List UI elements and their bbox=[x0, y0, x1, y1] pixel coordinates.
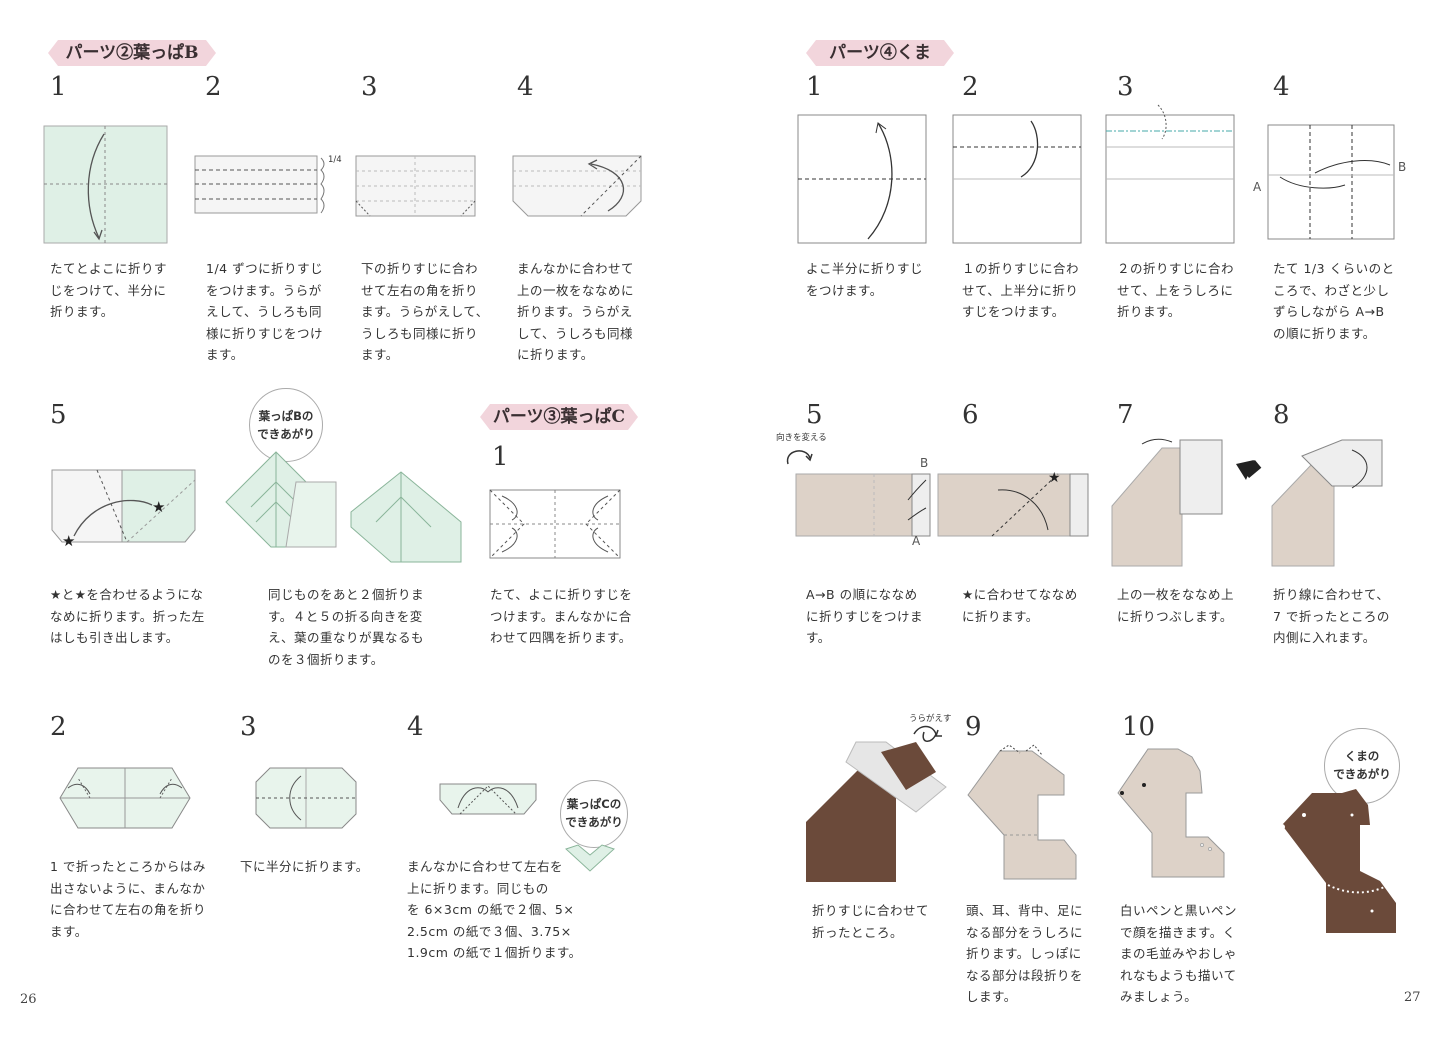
step-number: 7 bbox=[1117, 400, 1134, 430]
step-caption: 下に半分に折ります。 bbox=[240, 859, 369, 874]
step-caption: ２の折りすじに合わ せて、上をうしろに 折ります。 bbox=[1117, 261, 1235, 319]
label-a-step5: A bbox=[912, 534, 921, 548]
bear-step5-diagram bbox=[795, 473, 931, 537]
step-number: 5 bbox=[50, 400, 67, 430]
section-tag-bear: パーツ④くま bbox=[806, 40, 954, 66]
step-caption: 折り線に合わせて、 7 で折ったところの 内側に入れます。 bbox=[1273, 587, 1390, 645]
step-caption: １の折りすじに合わ せて、上半分に折り すじをつけます。 bbox=[962, 261, 1080, 319]
rotate-icon bbox=[786, 450, 813, 465]
quarter-mark: 1/4 bbox=[328, 155, 342, 165]
step-number: 4 bbox=[407, 712, 424, 742]
svg-text:★: ★ bbox=[1048, 470, 1061, 486]
bear-folded-brown-illustration bbox=[806, 741, 947, 882]
svg-text:★: ★ bbox=[152, 498, 165, 516]
bear-step1-diagram bbox=[797, 114, 927, 244]
label-a: A bbox=[1253, 180, 1262, 194]
step-number: 1 bbox=[806, 72, 823, 102]
bear-step2-diagram bbox=[952, 114, 1082, 244]
bear-step10-diagram bbox=[1117, 748, 1225, 878]
leaf-b-step1-diagram bbox=[43, 125, 168, 244]
step-number: 4 bbox=[1273, 72, 1290, 102]
section-tag-leaf-c: パーツ③葉っぱC bbox=[480, 404, 638, 430]
leaf-b-step3-diagram bbox=[355, 155, 476, 217]
step-number: 2 bbox=[962, 72, 979, 102]
page-number-left: 26 bbox=[20, 992, 37, 1007]
flip-label: うらがえす bbox=[909, 714, 952, 724]
step-number: 8 bbox=[1273, 400, 1290, 430]
step-caption: ★に合わせてななめ に折ります。 bbox=[962, 587, 1078, 624]
finished-leaf-c-illustration bbox=[565, 844, 615, 872]
step-caption: 白いペンと黒いペン で顔を描きます。く まの毛並みやおしゃ れなもようも描いて … bbox=[1120, 903, 1238, 1004]
step-caption: まんなかに合わせて 上の一枚をななめに 折ります。うらがえ して、うしろも同様 … bbox=[517, 261, 635, 362]
bear-step7-diagram bbox=[1111, 438, 1262, 567]
step-number: 1 bbox=[492, 442, 509, 472]
step-caption: よこ半分に折りすじ をつけます。 bbox=[806, 261, 924, 298]
step-caption: 下の折りすじに合わ せて左右の角を折り ます。うらがえして、 うしろも同様に折り… bbox=[361, 261, 489, 362]
step-caption: ★と★を合わせるようにな なめに折ります。折った左 はしも引き出します。 bbox=[50, 587, 205, 645]
step-caption: A→B の順にななめ に折りすじをつけま す。 bbox=[806, 587, 924, 645]
step-caption: まんなかに合わせて左右を 上に折ります。同じもの を 6×3cm の紙で２個、5… bbox=[407, 859, 582, 960]
leaf-c-step1-diagram bbox=[489, 489, 621, 559]
leaf-b-step4-diagram bbox=[512, 155, 642, 217]
step-number: 10 bbox=[1122, 712, 1156, 742]
finished-bear-illustration bbox=[1279, 789, 1396, 933]
flip-icon bbox=[913, 725, 942, 742]
section-tag-leaf-b: パーツ②葉っぱB bbox=[48, 40, 216, 66]
step-number: 1 bbox=[50, 72, 67, 102]
leaf-c-step2-diagram bbox=[59, 767, 191, 829]
finished-bubble-leaf-c: 葉っぱCの できあがり bbox=[560, 780, 628, 848]
step-number: 5 bbox=[806, 400, 823, 430]
bear-step4-diagram bbox=[1267, 124, 1395, 240]
page-number-right: 27 bbox=[1404, 990, 1421, 1005]
label-b: B bbox=[1398, 160, 1407, 174]
step-caption: 1/4 ずつに折りすじ をつけます。うらが えして、うしろも同 様に折りすじをつ… bbox=[206, 261, 324, 362]
finished-leaf-b-caption: 同じものをあと２個折りま す。４と５の折る向きを変 え、葉の重なりが異なるも の… bbox=[268, 587, 425, 667]
finished-leaf-b-illustration bbox=[225, 451, 462, 563]
step-number: 2 bbox=[205, 72, 222, 102]
step-number: 9 bbox=[965, 712, 982, 742]
leaf-b-step5-diagram: ★ ★ bbox=[51, 469, 196, 550]
step-number: 3 bbox=[361, 72, 378, 102]
step-caption: たて、よこに折りすじを つけます。まんなかに合 わせて四隅を折ります。 bbox=[490, 587, 633, 645]
svg-text:★: ★ bbox=[62, 532, 75, 550]
bear-step8-diagram bbox=[1271, 439, 1383, 567]
step-number: 2 bbox=[50, 712, 67, 742]
bear-step9-diagram bbox=[967, 744, 1077, 880]
leaf-c-step4-diagram bbox=[439, 783, 537, 815]
bear-step3-diagram bbox=[1105, 104, 1235, 244]
leaf-c-step3-diagram bbox=[255, 767, 357, 829]
step-number: 3 bbox=[1117, 72, 1134, 102]
step-caption: たて 1/3 くらいのと ころで、わざと少し ずらしながら A→B の順に折りま… bbox=[1273, 261, 1395, 341]
step-caption: たてとよこに折りす じをつけて、半分に 折ります。 bbox=[50, 261, 168, 319]
label-b-step5: B bbox=[920, 456, 929, 470]
step-caption: 頭、耳、背中、足に なる部分をうしろに 折ります。しっぽに なる部分は段折りを … bbox=[966, 903, 1084, 1004]
leaf-b-step2-diagram bbox=[194, 155, 325, 214]
step-number: 4 bbox=[517, 72, 534, 102]
finished-bubble-leaf-b: 葉っぱBの できあがり bbox=[249, 388, 323, 462]
turn-label: 向きを変える bbox=[776, 433, 827, 443]
step-caption: 折りすじに合わせて 折ったところ。 bbox=[812, 903, 930, 940]
step-caption: 上の一枚をななめ上 に折りつぶします。 bbox=[1117, 587, 1235, 624]
bear-step6-diagram: ★ bbox=[937, 470, 1089, 537]
step-number: 6 bbox=[962, 400, 979, 430]
step-number: 3 bbox=[240, 712, 257, 742]
step-caption: 1 で折ったところからはみ 出さないように、まんなか に合わせて左右の角を折り … bbox=[50, 859, 207, 939]
